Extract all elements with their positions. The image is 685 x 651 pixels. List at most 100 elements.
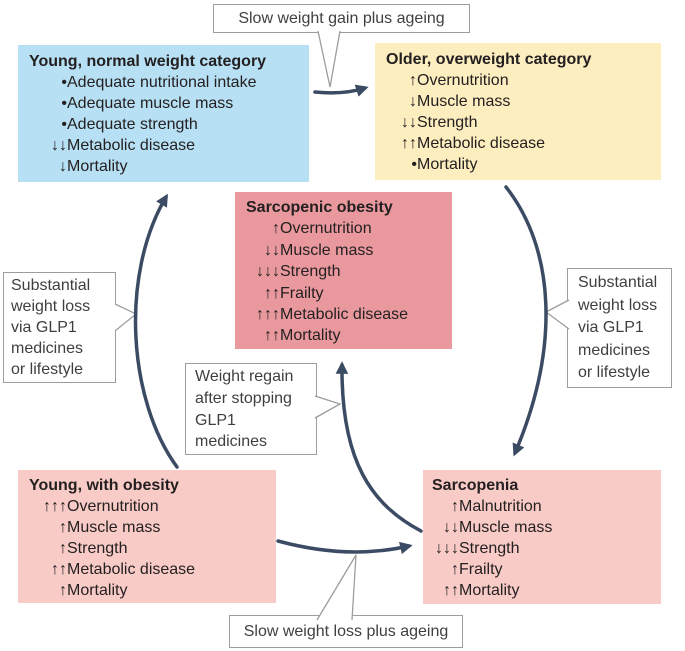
regain-callout-pointer [314, 395, 342, 419]
box-title: Young, normal weight category [29, 53, 267, 70]
box-sarcopenia: Sarcopenia ↑Malnutrition ↓↓Muscle mass ↓… [423, 470, 661, 604]
item-label: Mortality [67, 158, 128, 175]
arrow-substantial-loss-left [133, 193, 179, 469]
box-title: Sarcopenic obesity [246, 199, 393, 216]
item-prefix: ↑ [409, 72, 417, 89]
arrow-slow-weight-gain [313, 84, 369, 97]
box-item: ↓↓Muscle mass [423, 517, 661, 538]
item-label: Muscle mass [417, 93, 511, 110]
box-item: ↓Muscle mass [375, 91, 661, 112]
box-item: ↓Mortality [18, 156, 309, 177]
item-label: Metabolic disease [67, 137, 196, 154]
callout-weight-regain: Weight regain after stopping GLP1 medici… [185, 363, 317, 455]
item-label: Mortality [459, 582, 520, 599]
item-label: Overnutrition [67, 498, 159, 515]
box-item: ↑Malnutrition [423, 496, 661, 517]
item-prefix: ↓ [59, 158, 67, 175]
item-prefix: • [411, 156, 417, 173]
item-prefix: ↓↓ [443, 519, 459, 536]
box-item: •Adequate strength [18, 114, 309, 135]
box-item: ↑↑Metabolic disease [375, 133, 661, 154]
box-item: ↑↑Mortality [423, 580, 661, 601]
item-prefix: ↑ [451, 561, 459, 578]
item-label: Frailty [459, 561, 503, 578]
item-label: Strength [417, 114, 478, 131]
item-label: Metabolic disease [417, 135, 546, 152]
box-item: ↑Strength [18, 538, 276, 559]
box-item: ↓↓↓Strength [423, 538, 661, 559]
item-prefix: ↓↓↓ [256, 263, 280, 281]
box-young-with-obesity: Young, with obesity ↑↑↑Overnutrition ↑Mu… [18, 470, 276, 603]
item-prefix: • [61, 116, 67, 133]
box-item: ↑↑Frailty [235, 283, 452, 304]
box-older-overweight: Older, overweight category ↑Overnutritio… [375, 43, 661, 180]
item-prefix: ↓↓ [51, 137, 67, 154]
item-label: Adequate strength [67, 116, 198, 133]
item-prefix: ↑↑ [264, 284, 280, 302]
arrow-substantial-loss-right [504, 185, 548, 457]
item-label: Metabolic disease [280, 306, 409, 324]
item-prefix: ↑↑ [264, 327, 280, 345]
item-prefix: ↑ [59, 582, 67, 599]
box-item: ↓↓Strength [375, 112, 661, 133]
item-prefix: • [61, 74, 67, 91]
box-item: ↑↑Metabolic disease [18, 559, 276, 580]
item-label: Adequate muscle mass [67, 95, 234, 112]
item-prefix: ↓↓ [401, 114, 417, 131]
item-prefix: • [61, 95, 67, 112]
left-callout-pointer [114, 303, 138, 332]
box-item: •Mortality [375, 154, 661, 175]
item-prefix: ↑ [272, 220, 280, 238]
item-label: Mortality [67, 582, 128, 599]
item-label: Malnutrition [459, 498, 542, 515]
item-prefix: ↑↑ [401, 135, 417, 152]
item-prefix: ↑↑↑ [43, 498, 67, 515]
item-label: Strength [459, 540, 520, 557]
item-label: Muscle mass [280, 241, 374, 259]
arrow-slow-weight-loss [276, 539, 413, 555]
item-prefix: ↑ [59, 519, 67, 536]
callout-substantial-loss-right: Substantial weight loss via GLP1 medicin… [567, 268, 672, 388]
item-label: Strength [67, 540, 128, 557]
item-label: Metabolic disease [67, 561, 196, 578]
box-item: ↑Frailty [423, 559, 661, 580]
item-prefix: ↓↓ [264, 241, 280, 259]
box-item: ↓↓↓Strength [235, 261, 452, 282]
item-label: Muscle mass [67, 519, 161, 536]
box-item: ↑Muscle mass [18, 517, 276, 538]
item-prefix: ↑↑ [51, 561, 67, 578]
bottom-callout-pointer [316, 554, 357, 621]
callout-slow-weight-loss: Slow weight loss plus ageing [229, 615, 463, 648]
box-item: ↑Overnutrition [235, 218, 452, 239]
box-item: •Adequate nutritional intake [18, 72, 309, 93]
box-item: ↑↑↑Overnutrition [18, 496, 276, 517]
arrow-weight-regain [335, 361, 423, 533]
box-item: ↑↑Mortality [235, 325, 452, 346]
right-callout-pointer [544, 299, 570, 330]
box-item: ↑Mortality [18, 580, 276, 601]
item-label: Mortality [417, 156, 478, 173]
item-prefix: ↓ [409, 93, 417, 110]
item-label: Muscle mass [459, 519, 553, 536]
item-prefix: ↑↑ [443, 582, 459, 599]
box-item: ↓↓Metabolic disease [18, 135, 309, 156]
item-label: Strength [280, 263, 341, 281]
item-prefix: ↑↑↑ [256, 306, 280, 324]
box-young-normal-weight: Young, normal weight category •Adequate … [18, 45, 309, 182]
callout-substantial-loss-left: Substantial weight loss via GLP1 medicin… [3, 272, 116, 383]
item-label: Adequate nutritional intake [67, 74, 257, 91]
item-prefix: ↑ [59, 540, 67, 557]
item-prefix: ↓↓↓ [435, 540, 459, 557]
box-title: Older, overweight category [386, 51, 592, 68]
box-item: ↓↓Muscle mass [235, 240, 452, 261]
item-label: Overnutrition [417, 72, 509, 89]
item-label: Frailty [280, 284, 324, 302]
callout-slow-weight-gain: Slow weight gain plus ageing [213, 4, 470, 33]
item-prefix: ↑ [451, 498, 459, 515]
box-sarcopenic-obesity: Sarcopenic obesity ↑Overnutrition ↓↓Musc… [235, 192, 452, 349]
item-label: Mortality [280, 327, 341, 345]
item-label: Overnutrition [280, 220, 372, 238]
box-item: ↑↑↑Metabolic disease [235, 304, 452, 325]
box-title: Young, with obesity [29, 477, 179, 494]
